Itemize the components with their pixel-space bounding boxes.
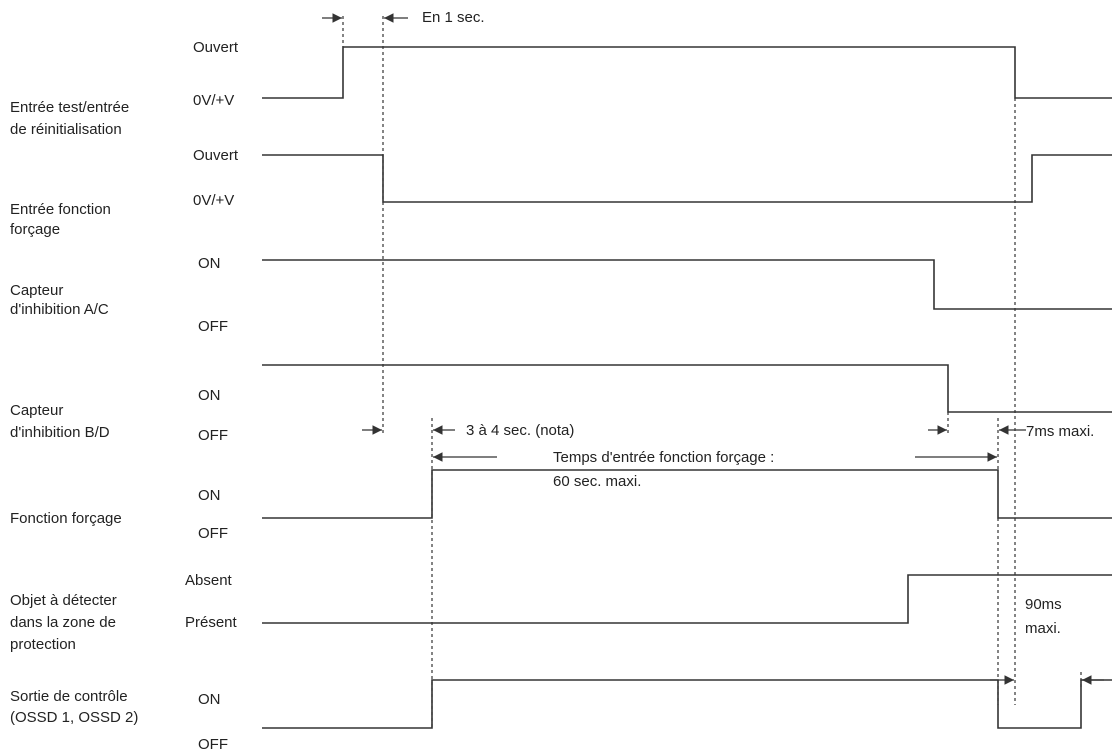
waveform-muting-bd xyxy=(262,364,1112,413)
signal-name-muting-bd: Capteur d'inhibition B/D xyxy=(10,402,110,441)
annotation-max-90ms: 90ms maxi. xyxy=(1025,596,1066,637)
annotation-delay-3-4s: 3 à 4 sec. (nota) xyxy=(466,422,574,439)
annotation-override-time: Temps d'entrée fonction forçage : 60 sec… xyxy=(553,449,779,490)
waveform-test-reset xyxy=(262,46,1112,99)
annotations: En 1 sec. 3 à 4 sec. (nota) Temps d'entr… xyxy=(422,9,1094,637)
level-low-label: Présent xyxy=(185,614,238,631)
level-low-label: 0V/+V xyxy=(193,192,234,209)
level-low-label: OFF xyxy=(198,525,228,542)
signal-name-muting-ac: Capteur d'inhibition A/C xyxy=(10,282,109,318)
signal-name-test-reset: Entrée test/entrée de réinitialisation xyxy=(10,99,133,138)
timing-arrows xyxy=(322,13,1104,685)
signal-name-control-output: Sortie de contrôle (OSSD 1, OSSD 2) xyxy=(10,688,138,726)
level-high-label: Ouvert xyxy=(193,147,239,164)
level-high-label: Ouvert xyxy=(193,39,239,56)
level-high-label: ON xyxy=(198,487,221,504)
waveform-override-input xyxy=(262,154,1112,203)
signal-name-override-input: Entrée fonction forçage xyxy=(10,201,115,238)
signal-name-object-detection: Objet à détecter dans la zone de protect… xyxy=(10,592,121,653)
waveform-override-function xyxy=(262,469,1112,519)
level-low-label: OFF xyxy=(198,318,228,335)
level-low-label: OFF xyxy=(198,427,228,444)
signal-name-override-function: Fonction forçage xyxy=(10,510,122,527)
level-high-label: Absent xyxy=(185,572,233,589)
level-labels: Ouvert 0V/+V Ouvert 0V/+V ON OFF ON OFF … xyxy=(185,39,239,753)
level-low-label: 0V/+V xyxy=(193,92,234,109)
waveforms xyxy=(262,46,1112,729)
level-high-label: ON xyxy=(198,255,221,272)
annotation-within-1s: En 1 sec. xyxy=(422,9,485,26)
level-low-label: OFF xyxy=(198,736,228,753)
waveform-muting-ac xyxy=(262,259,1112,310)
waveform-object-detection xyxy=(262,574,1112,624)
reference-lines xyxy=(342,16,1082,728)
signal-names: Entrée test/entrée de réinitialisation E… xyxy=(10,99,138,726)
waveform-control-output xyxy=(262,679,1112,729)
level-high-label: ON xyxy=(198,691,221,708)
level-high-label: ON xyxy=(198,387,221,404)
annotation-max-7ms: 7ms maxi. xyxy=(1026,423,1094,440)
